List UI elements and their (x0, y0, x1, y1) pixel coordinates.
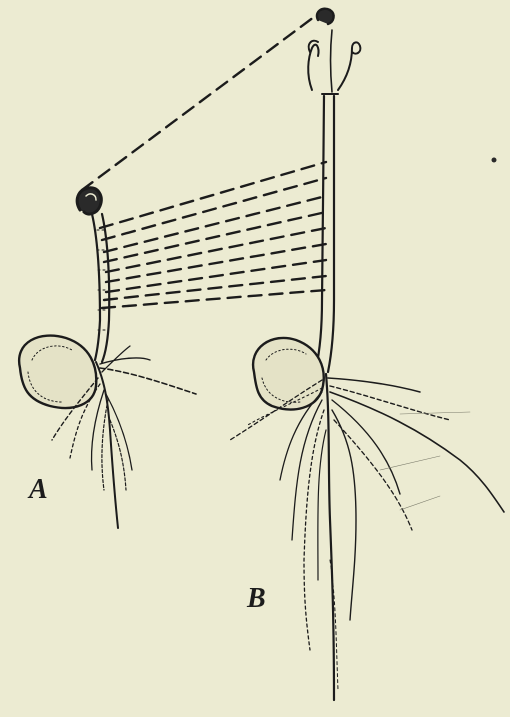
figure-label-a: A (29, 476, 48, 504)
correspondence-dashed-lines (82, 14, 326, 308)
figure-label-b: B (247, 585, 266, 613)
seedling-b-illustration (230, 9, 504, 700)
